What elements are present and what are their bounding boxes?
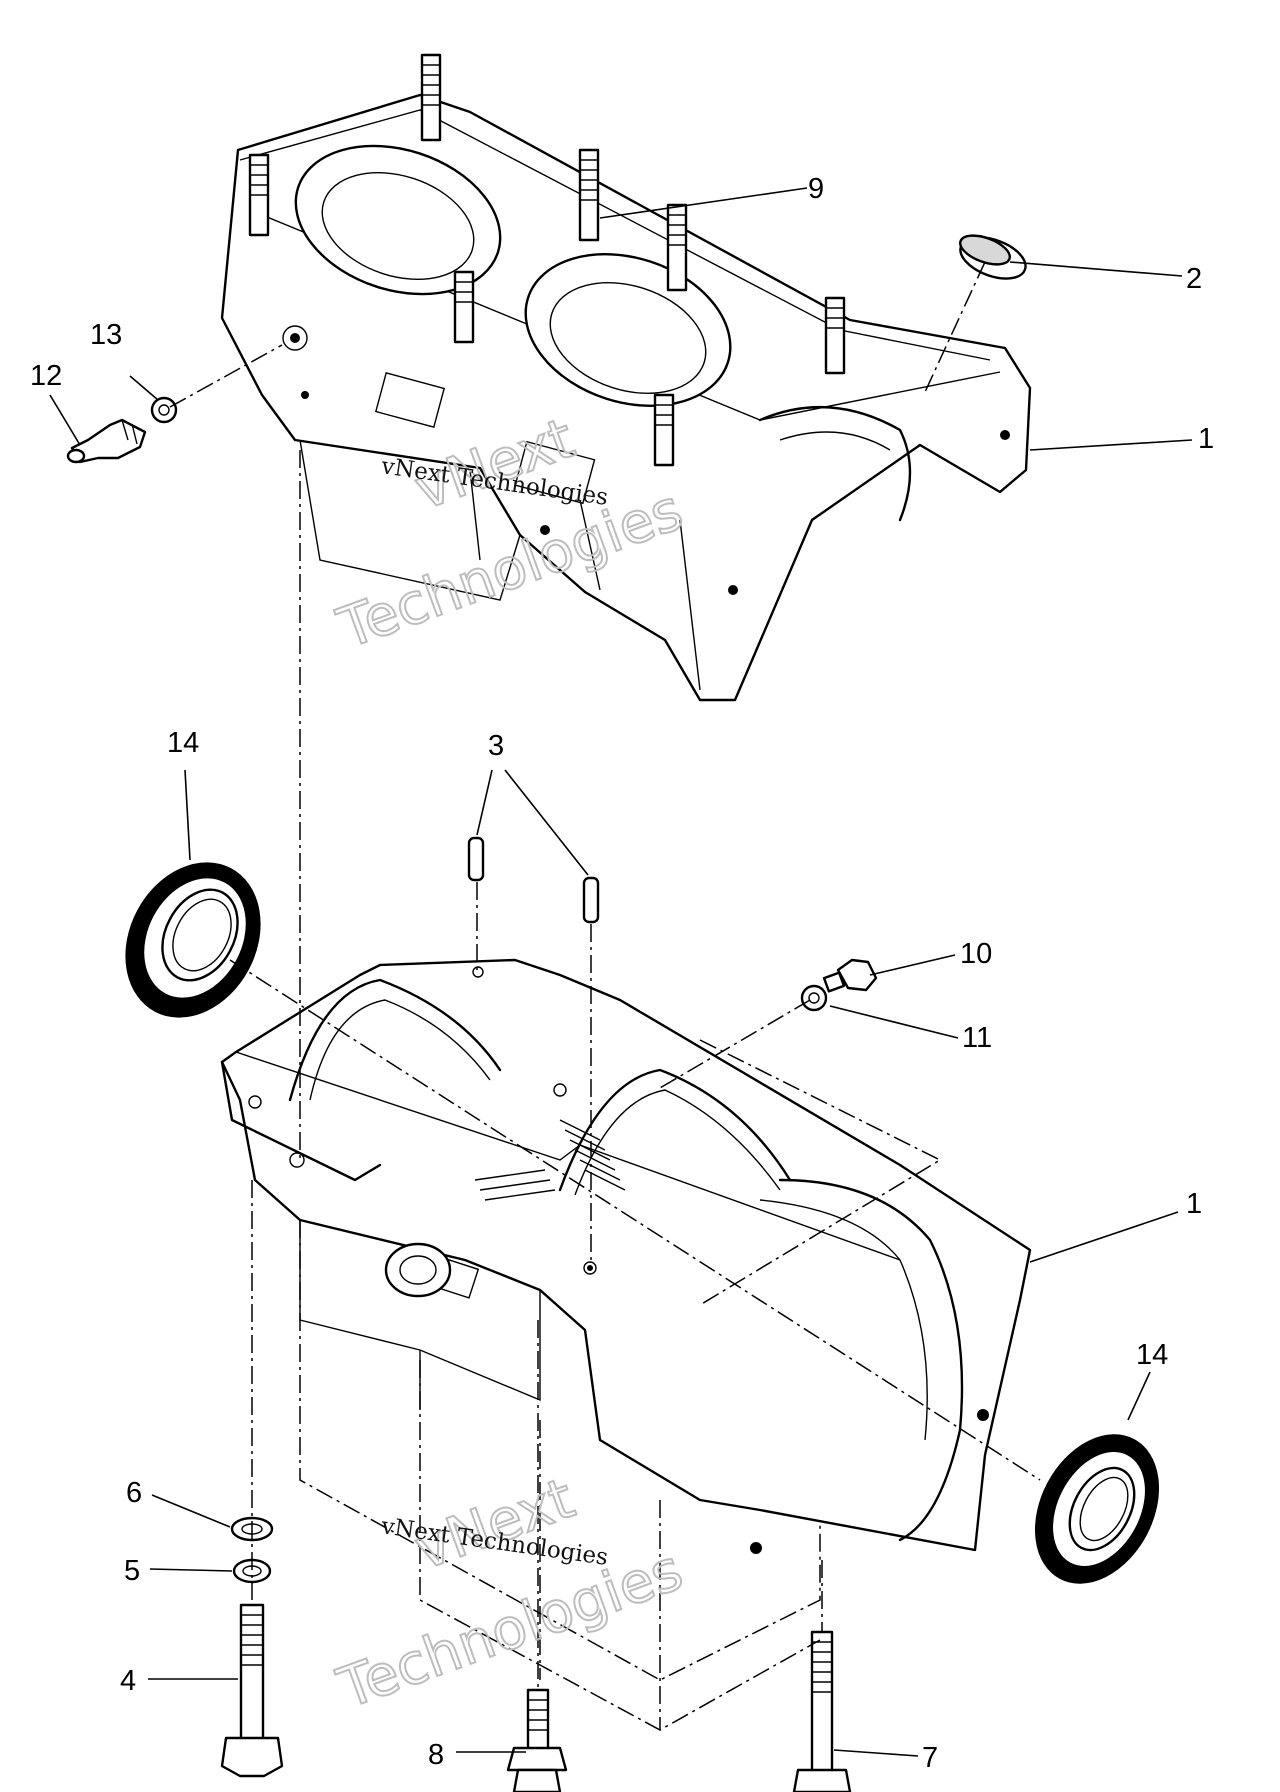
- bolt-part-4: [220, 1603, 284, 1778]
- callout-14-right: 14: [1136, 1339, 1168, 1371]
- callout-1-lower: 1: [1186, 1188, 1202, 1220]
- bolt-part-7: [792, 1630, 852, 1792]
- watermark-lower-line3: Technologies: [330, 1538, 691, 1722]
- oil-seal-part-14-right: [1034, 1434, 1160, 1584]
- callout-4: 4: [120, 1665, 136, 1697]
- callout-2: 2: [1186, 263, 1202, 295]
- callout-10: 10: [960, 938, 992, 970]
- watermark-lower: vNext vNext Technologies Technologies: [329, 1465, 692, 1723]
- callout-9: 9: [808, 173, 824, 205]
- oil-seal-part-14-left: [125, 862, 261, 1018]
- lower-crankcase: [220, 958, 1032, 1554]
- callout-7: 7: [922, 1742, 938, 1774]
- callout-3: 3: [488, 730, 504, 762]
- callout-12: 12: [30, 360, 62, 392]
- washer-part-13: [150, 396, 178, 424]
- assembly-centerlines: [169, 261, 1041, 1731]
- leader-lines: [49, 187, 1193, 1757]
- plug-part-2: [959, 234, 1027, 280]
- callout-5: 5: [124, 1555, 140, 1587]
- callout-8: 8: [428, 1739, 444, 1771]
- bolt-part-8: [506, 1688, 568, 1792]
- callout-13: 13: [90, 319, 122, 351]
- screw-part-10: [822, 958, 878, 993]
- upper-crankcase: [220, 53, 1032, 702]
- callout-6: 6: [126, 1477, 142, 1509]
- callout-1-upper: 1: [1198, 423, 1214, 455]
- callout-11: 11: [962, 1022, 992, 1054]
- callout-14-left: 14: [167, 727, 199, 759]
- callout-labels: 9 2 1 13 12 14 3 10 11 1 14 6 5 4 8 7: [30, 173, 1214, 1774]
- washer-part-11: [800, 984, 828, 1012]
- dowel-pin-part-3: [467, 836, 600, 924]
- fitting-part-12: [66, 418, 147, 464]
